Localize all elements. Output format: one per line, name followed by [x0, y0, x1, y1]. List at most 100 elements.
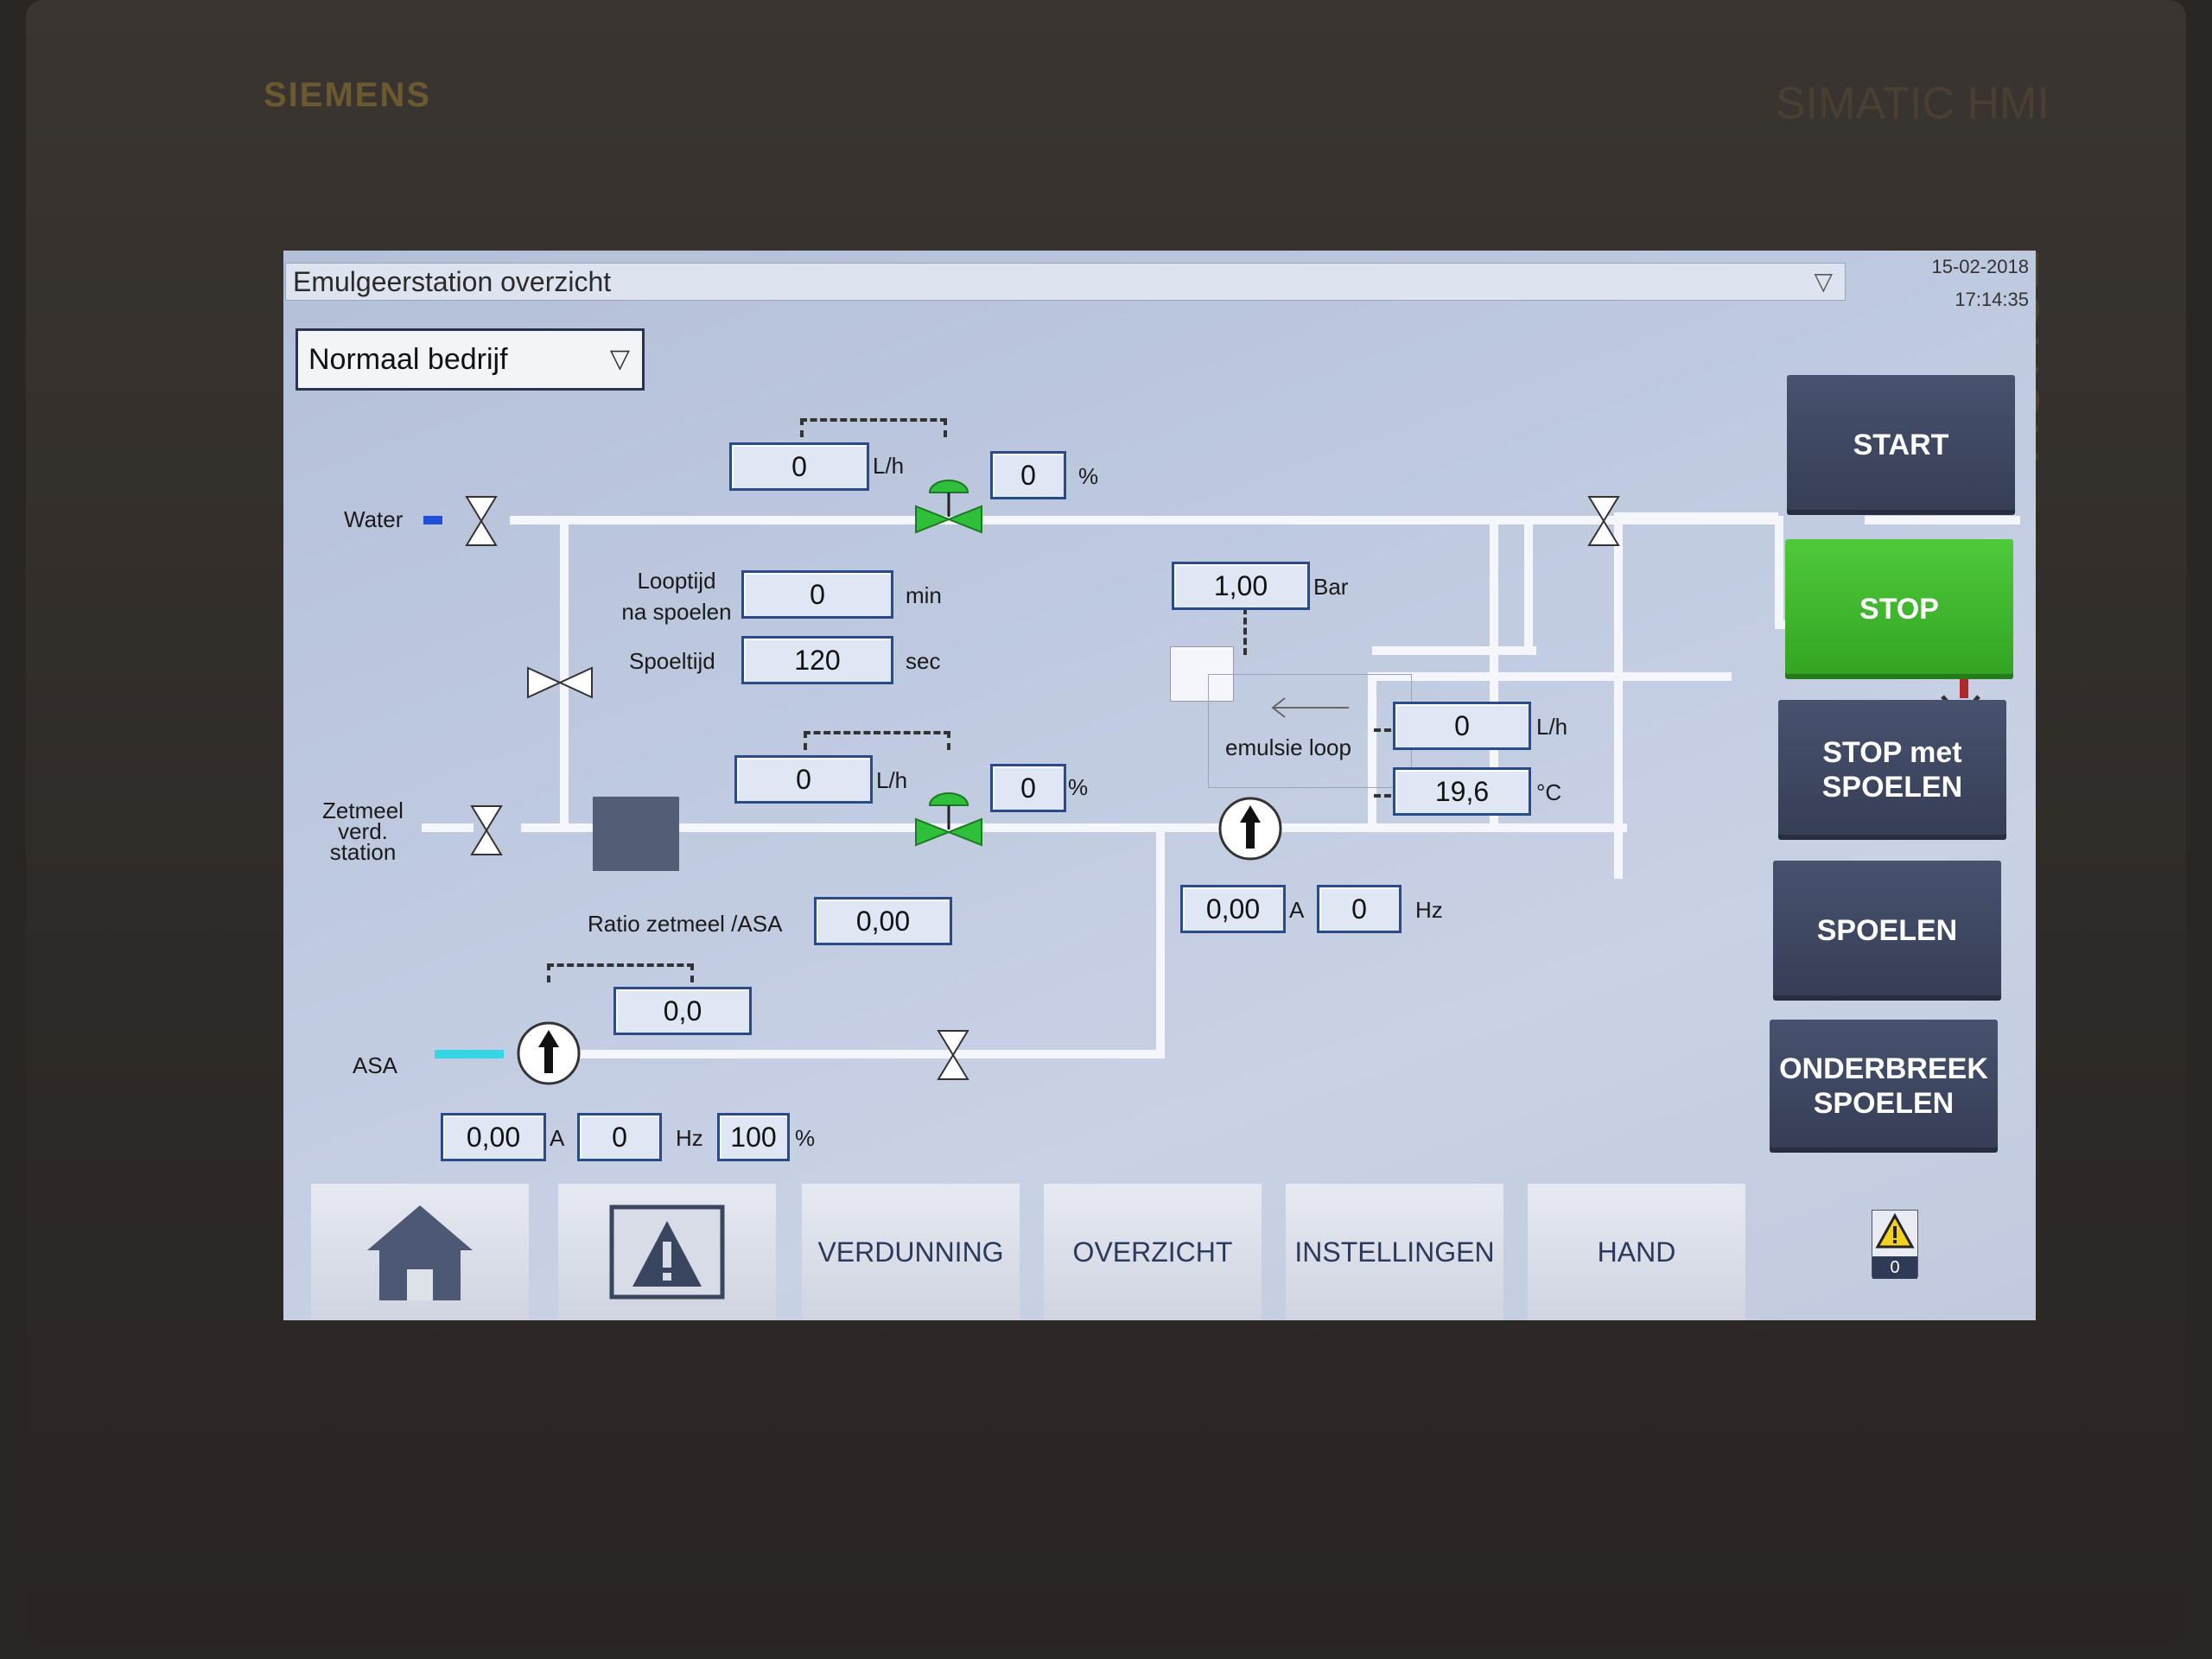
asa-signal-line	[547, 963, 694, 982]
alarm-window-icon	[609, 1205, 725, 1300]
pressure-value[interactable]: 1,00	[1172, 562, 1310, 610]
hmi-screen: Emulgeerstation overzicht ▽ 15-02-2018 1…	[283, 251, 2036, 1320]
water-out-pipe	[1865, 516, 2020, 524]
loop-mid-pipe	[1490, 516, 1498, 823]
nav-home[interactable]	[311, 1184, 529, 1320]
pressure-unit: Bar	[1313, 574, 1349, 600]
pressure-signal-line	[1243, 607, 1247, 655]
spoeltijd-label: Spoeltijd	[629, 648, 715, 674]
brand-logo: SIEMENS	[264, 76, 432, 114]
looptijd-label-1: Looptijd	[637, 568, 716, 594]
water-flow-unit: L/h	[873, 453, 905, 479]
water-outlet-valve-icon[interactable]	[1586, 494, 1621, 548]
mode-value: Normaal bedrijf	[308, 343, 508, 376]
asa-valve-icon[interactable]	[936, 1028, 970, 1082]
spoeltijd-value[interactable]: 120	[741, 636, 893, 684]
water-inlet-marker	[423, 516, 442, 524]
starch-control-valve-icon[interactable]	[912, 786, 985, 849]
asa-pump-icon[interactable]	[515, 1020, 582, 1087]
loop-temp-signal-line	[1374, 794, 1391, 798]
loop-flow-value[interactable]: 0	[1393, 702, 1531, 750]
starch-valve-value[interactable]: 0	[990, 764, 1066, 812]
nav-verdunning[interactable]: VERDUNNING	[802, 1184, 1020, 1320]
nav-instellingen[interactable]: INSTELLINGEN	[1286, 1184, 1503, 1320]
bypass-valve-icon[interactable]	[525, 665, 594, 700]
asa-label: ASA	[353, 1052, 398, 1078]
asa-pump-freq[interactable]: 0	[577, 1113, 662, 1161]
asa-pump-percent[interactable]: 100	[717, 1113, 790, 1161]
stop-rinse-label-2: SPOELEN	[1821, 771, 1963, 804]
interrupt-label-1: ONDERBREEK	[1779, 1052, 1988, 1085]
loop-left-pipe	[1368, 672, 1376, 832]
starch-flow-value[interactable]: 0	[734, 755, 873, 804]
nav-alarms[interactable]	[558, 1184, 776, 1320]
starch-label-3: station	[329, 839, 397, 865]
screen-title: Emulgeerstation overzicht	[293, 266, 612, 297]
nav-hand[interactable]: HAND	[1528, 1184, 1745, 1320]
starch-flow-signal-line	[804, 731, 950, 750]
loop-top-pipe	[1490, 672, 1732, 681]
emulsion-pump-freq[interactable]: 0	[1317, 885, 1402, 933]
looptijd-unit: min	[906, 582, 942, 608]
water-inlet-valve-icon[interactable]	[464, 494, 499, 548]
time: 17:14:35	[1955, 289, 2029, 310]
date: 15-02-2018	[1931, 256, 2029, 277]
starch-flow-unit: L/h	[876, 767, 908, 793]
water-flow-signal-line	[800, 418, 947, 437]
bottom-navbar: VERDUNNING OVERZICHT INSTELLINGEN HAND 0	[283, 1184, 2036, 1320]
emulsion-pump-icon[interactable]	[1217, 795, 1284, 862]
spoeltijd-unit: sec	[906, 648, 941, 674]
datetime: 15-02-2018 17:14:35	[1865, 251, 2029, 316]
mixer-block	[593, 797, 679, 871]
chevron-down-icon: ▽	[609, 345, 630, 373]
nav-overzicht[interactable]: OVERZICHT	[1044, 1184, 1262, 1320]
ratio-label: Ratio zetmeel /ASA	[588, 911, 783, 937]
asa-inlet-pipe	[435, 1050, 504, 1058]
starch-main-pipe	[521, 823, 1627, 832]
asa-main-pipe	[577, 1050, 1165, 1058]
starch-inlet-valve-icon[interactable]	[469, 804, 504, 857]
alarm-count: 0	[1872, 1256, 1917, 1279]
loop-outer-top-pipe	[1372, 646, 1536, 655]
interrupt-label-2: SPOELEN	[1813, 1087, 1955, 1120]
water-valve-value[interactable]: 0	[990, 451, 1066, 499]
looptijd-label: Looptijd na spoelen	[603, 565, 750, 627]
asa-riser-pipe	[1156, 823, 1165, 1057]
loop-flow-unit: L/h	[1536, 714, 1568, 740]
alarm-indicator[interactable]: 0	[1872, 1210, 1918, 1279]
loop-temp-value[interactable]: 19,6	[1393, 767, 1531, 816]
mode-select[interactable]: Normaal bedrijf ▽	[296, 328, 645, 391]
start-button[interactable]: START	[1787, 375, 2015, 515]
model-label: SIMATIC HMI	[1776, 79, 2050, 129]
chevron-down-icon: ▽	[1814, 268, 1833, 295]
rinse-button[interactable]: SPOELEN	[1773, 861, 2001, 1001]
warning-icon	[1875, 1212, 1915, 1249]
water-control-valve-icon[interactable]	[912, 474, 985, 536]
asa-pump-current[interactable]: 0,00	[441, 1113, 546, 1161]
water-flow-value[interactable]: 0	[729, 442, 869, 491]
loop-temp-unit: °C	[1536, 779, 1562, 805]
loop-right-pipe	[1614, 516, 1623, 879]
starch-station-label: Zetmeel verd. station	[318, 799, 408, 865]
ratio-value[interactable]: 0,00	[814, 897, 952, 945]
loop-left-top-pipe	[1368, 672, 1497, 681]
looptijd-value[interactable]: 0	[741, 570, 893, 619]
bypass-vertical-pipe	[560, 524, 569, 831]
emulsion-pump-current[interactable]: 0,00	[1180, 885, 1286, 933]
water-label: Water	[344, 506, 404, 532]
emulsion-loop-label: emulsie loop	[1225, 734, 1351, 760]
screen-title-dropdown[interactable]: Emulgeerstation overzicht ▽	[285, 263, 1846, 301]
starch-valve-unit: %	[1068, 774, 1089, 800]
water-valve-unit: %	[1078, 463, 1099, 489]
emulsion-loop-box	[1208, 674, 1412, 788]
starch-inlet-pipe	[422, 823, 474, 832]
asa-setpoint-value[interactable]: 0,0	[613, 987, 752, 1035]
stop-button[interactable]: STOP	[1785, 539, 2013, 679]
drain-pipe-link-2	[1614, 516, 1778, 524]
looptijd-label-2: na spoelen	[621, 599, 732, 625]
stop-rinse-label-1: STOP met	[1822, 736, 1962, 769]
home-icon	[367, 1205, 473, 1300]
emulsion-current-unit: A	[1289, 897, 1305, 923]
